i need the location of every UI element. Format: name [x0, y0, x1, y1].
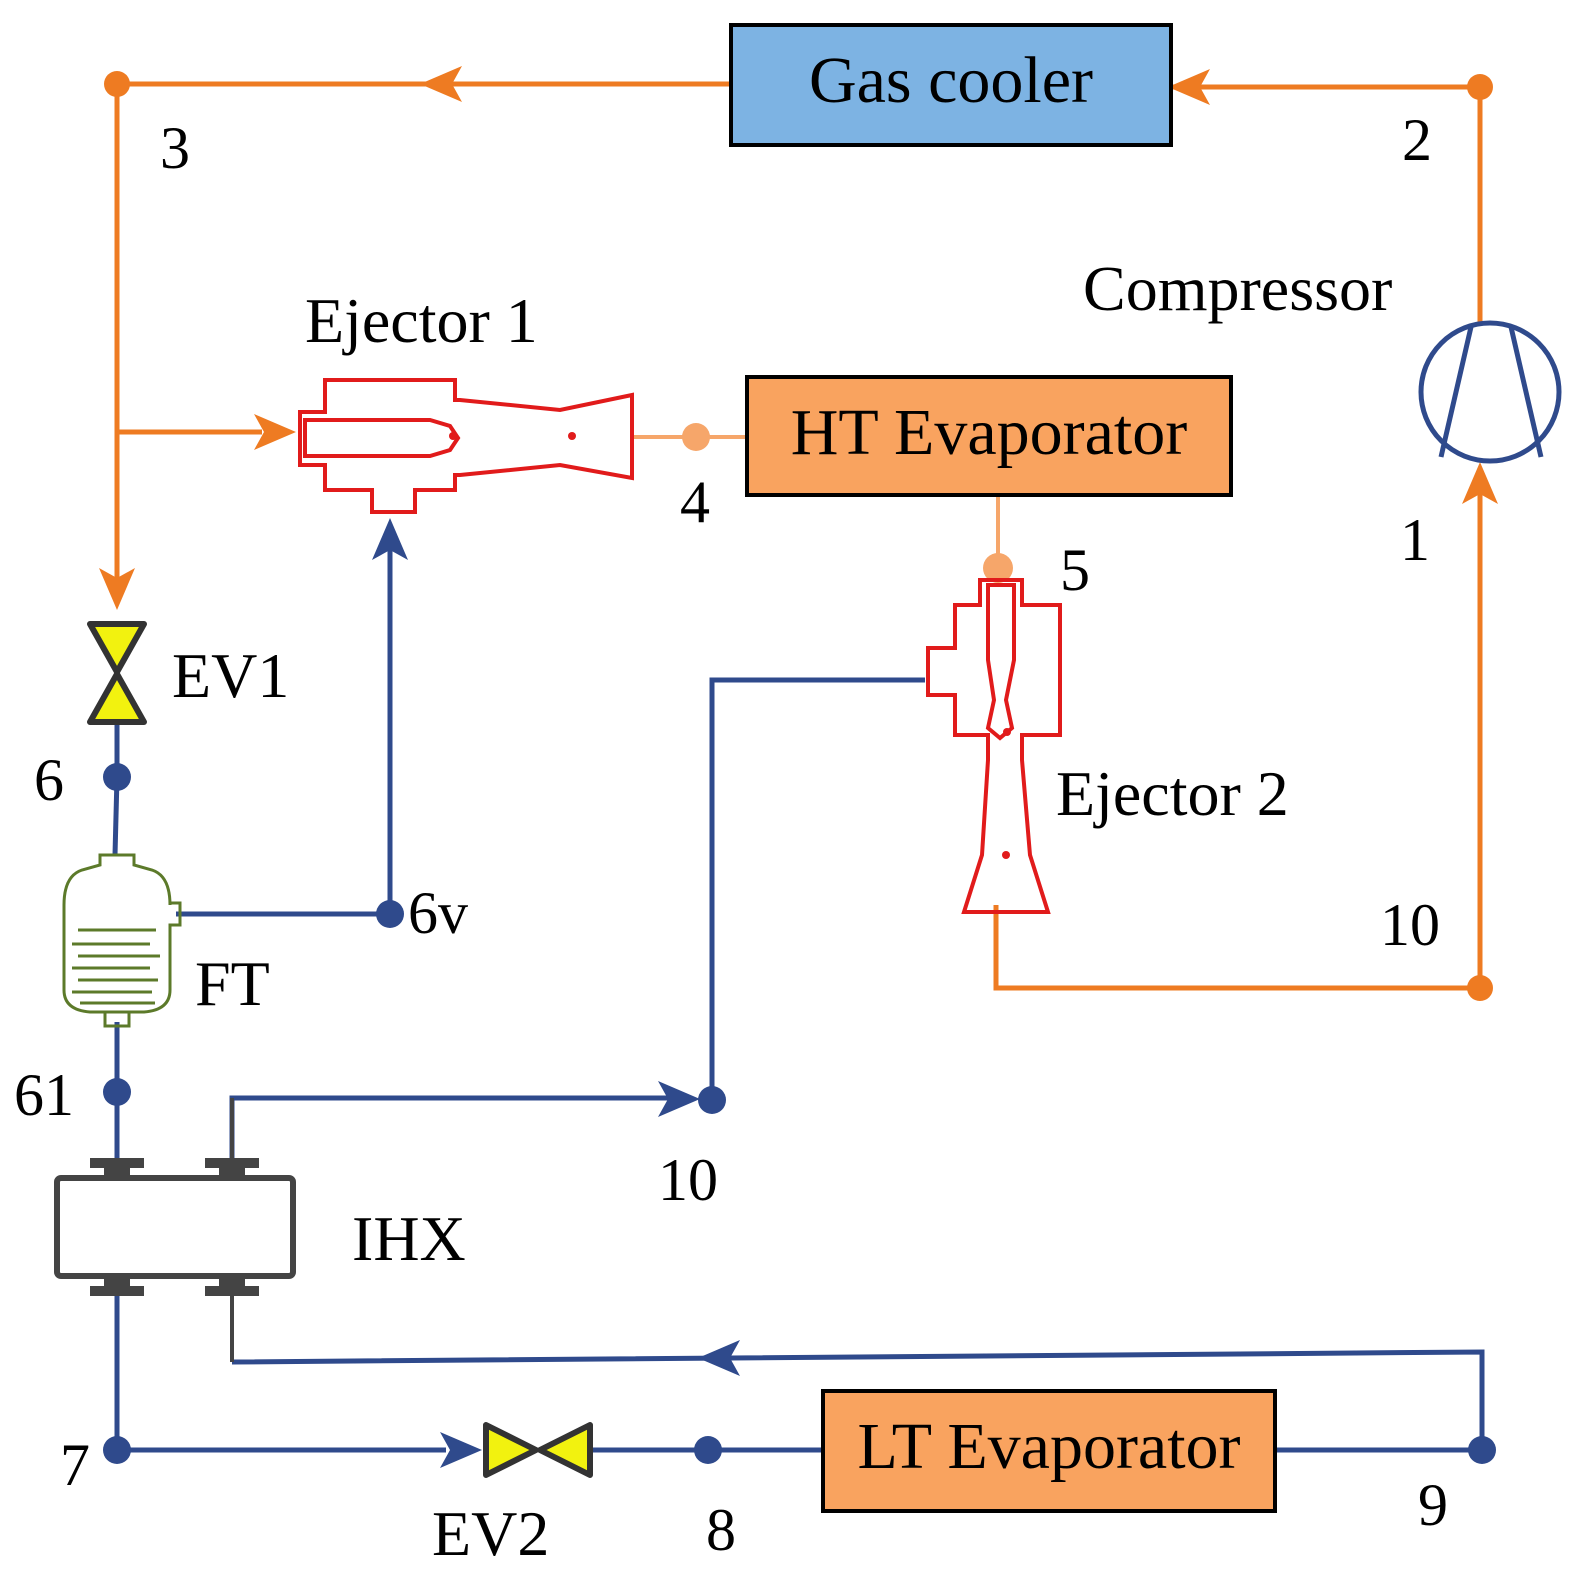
- label-2: 2: [1402, 107, 1432, 173]
- ht-evaporator-label: HT Evaporator: [791, 396, 1188, 469]
- ihx-label: IHX: [352, 1203, 466, 1274]
- node-4: [682, 423, 710, 451]
- low-pressure-pipes: [103, 518, 1496, 1468]
- flow-arrow-top: [420, 66, 462, 102]
- label-6v: 6v: [408, 880, 468, 946]
- ht-evaporator: HT Evaporator: [745, 375, 1233, 497]
- ev1-valve: EV1: [87, 621, 289, 725]
- label-61: 61: [14, 1062, 74, 1128]
- label-8: 8: [706, 1497, 736, 1563]
- label-6: 6: [34, 747, 64, 813]
- flow-arrow-compressor-in: [1462, 462, 1498, 504]
- flow-arrow-gascooler-in: [1168, 69, 1210, 105]
- flow-arrow-return: [698, 1340, 740, 1376]
- node-3: [104, 71, 130, 97]
- ev2-valve: EV2: [432, 1422, 593, 1569]
- ev2-label: EV2: [432, 1498, 549, 1569]
- flow-arrow-ev2-in: [440, 1432, 482, 1468]
- node-2: [1467, 74, 1493, 100]
- flow-arrow-ev1-in: [99, 568, 135, 610]
- lt-evaporator-label: LT Evaporator: [857, 1410, 1240, 1483]
- flow-arrow-ejector1-in: [254, 414, 296, 450]
- node-8: [694, 1436, 722, 1464]
- label-1: 1: [1400, 507, 1430, 573]
- node-6v: [376, 900, 404, 928]
- compressor-label: Compressor: [1083, 253, 1392, 324]
- compressor: Compressor: [1083, 253, 1562, 464]
- ejector-1: Ejector 1: [298, 285, 634, 514]
- label-10-right: 10: [1380, 892, 1440, 958]
- ihx: IHX: [54, 1092, 466, 1362]
- mid-pressure-pipes: [630, 423, 1013, 583]
- label-3: 3: [160, 115, 190, 181]
- node-10-mid: [698, 1086, 726, 1114]
- label-9: 9: [1418, 1472, 1448, 1538]
- flow-arrow-ihx-out: [658, 1081, 700, 1117]
- lt-evaporator: LT Evaporator: [821, 1389, 1277, 1513]
- ft-label: FT: [195, 948, 270, 1019]
- gas-cooler-label: Gas cooler: [809, 44, 1093, 117]
- node-9: [1468, 1436, 1496, 1464]
- label-10-mid: 10: [658, 1147, 718, 1213]
- node-10-right: [1467, 975, 1493, 1001]
- label-5: 5: [1060, 537, 1090, 603]
- flow-arrow-ejector1-suction: [372, 518, 408, 560]
- gas-cooler: Gas cooler: [729, 23, 1173, 147]
- ev1-label: EV1: [172, 640, 289, 711]
- ejector-2-label: Ejector 2: [1056, 758, 1289, 829]
- flash-tank: FT: [62, 853, 270, 1028]
- high-pressure-pipes: [99, 66, 1498, 1001]
- node-6: [103, 763, 131, 791]
- node-5: [983, 553, 1013, 583]
- ejector-2: Ejector 2: [926, 578, 1289, 914]
- label-7: 7: [60, 1432, 90, 1498]
- ejector-1-label: Ejector 1: [305, 285, 538, 356]
- node-7: [103, 1436, 131, 1464]
- label-4: 4: [680, 469, 710, 535]
- state-point-labels: 3 2 4 5 1 6 6v 10 61 10 7 8 9: [14, 107, 1448, 1563]
